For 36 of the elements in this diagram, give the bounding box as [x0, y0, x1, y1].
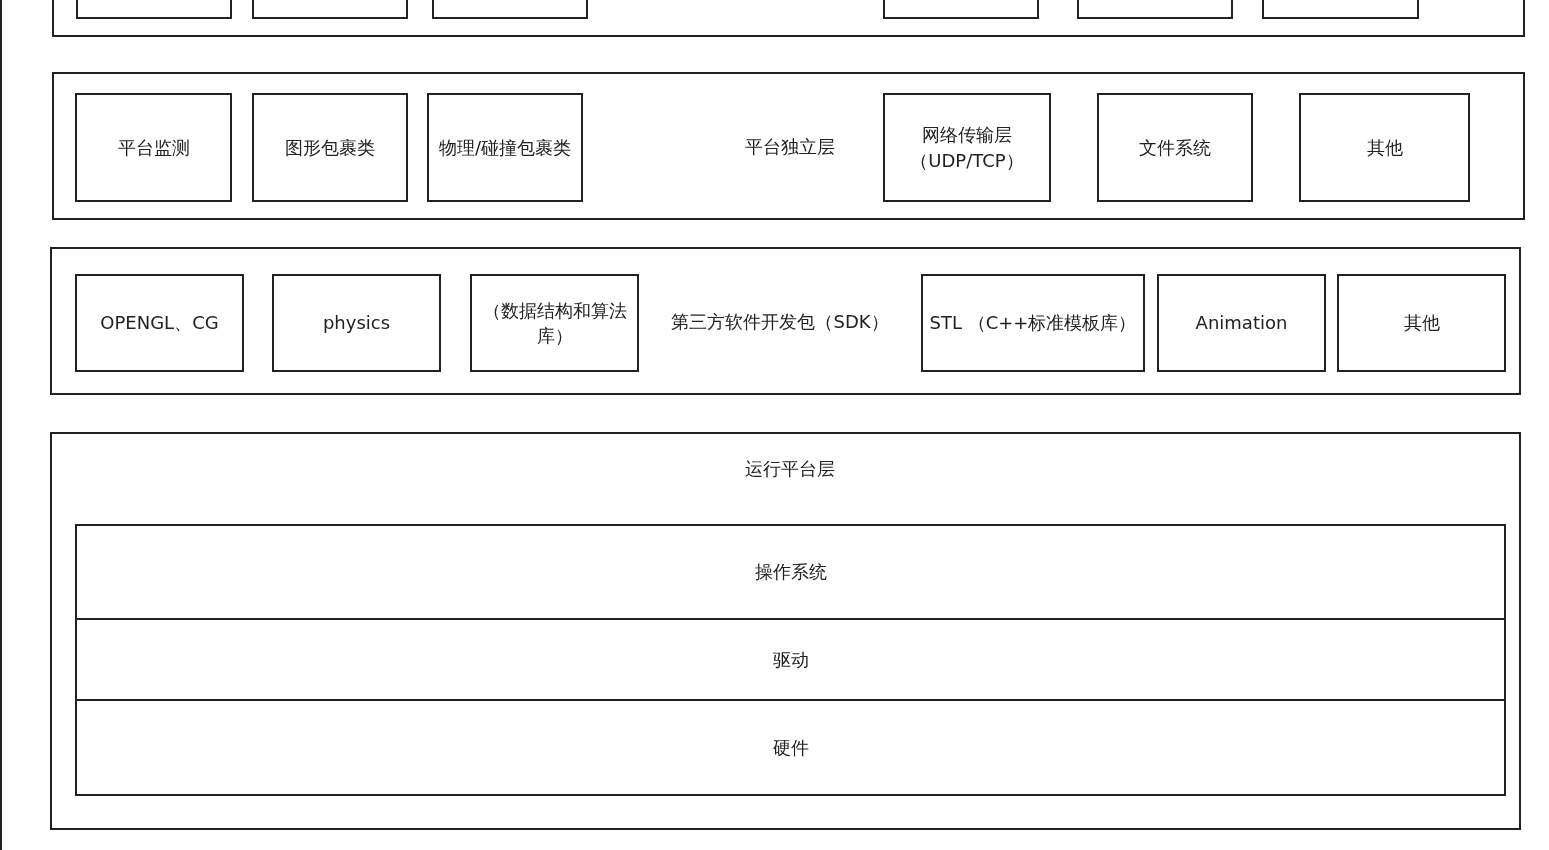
module-label: 操作系统: [753, 560, 828, 585]
module-label: STL （C++标准模板库）: [928, 311, 1138, 336]
module-box: [470, 274, 639, 372]
module-label: 其他: [1365, 135, 1404, 160]
module-label: 文件系统: [1138, 135, 1212, 160]
module-label: 物理/碰撞包裹类: [437, 135, 573, 160]
layer-panel: [52, 72, 1525, 220]
module-label: Animation: [1194, 311, 1289, 336]
module-box: [272, 274, 441, 372]
module-label: physics: [321, 311, 392, 336]
module-label: 驱动: [771, 647, 810, 672]
module-box: [427, 93, 583, 202]
module-box: [883, 93, 1051, 202]
module-label: 图形包裹类: [284, 135, 376, 160]
module-label: （数据结构和算法库）: [481, 298, 628, 348]
module-box: [75, 618, 1506, 701]
layer-panel: [50, 432, 1521, 830]
module-label: 其他: [1402, 311, 1441, 336]
module-box: [75, 93, 232, 202]
layer-panel: [50, 247, 1521, 395]
module-label: OPENGL、CG: [99, 311, 220, 336]
layer-title: 平台独立层: [745, 135, 835, 159]
module-box: [1337, 274, 1506, 372]
module-box: [1157, 274, 1326, 372]
module-box: [252, 93, 408, 202]
layer-title: 运行平台层: [745, 457, 835, 481]
module-box: [1097, 93, 1253, 202]
module-box: [75, 524, 1506, 620]
module-label: 平台监测: [116, 135, 191, 160]
module-label: 硬件: [771, 735, 810, 760]
module-box: [921, 274, 1145, 372]
module-label: 网络传输层（UDP/TCP）: [909, 123, 1025, 173]
layer-title: 第三方软件开发包（SDK）: [671, 310, 889, 334]
module-box: [75, 274, 244, 372]
module-box: [1299, 93, 1470, 202]
module-box: [75, 699, 1506, 796]
